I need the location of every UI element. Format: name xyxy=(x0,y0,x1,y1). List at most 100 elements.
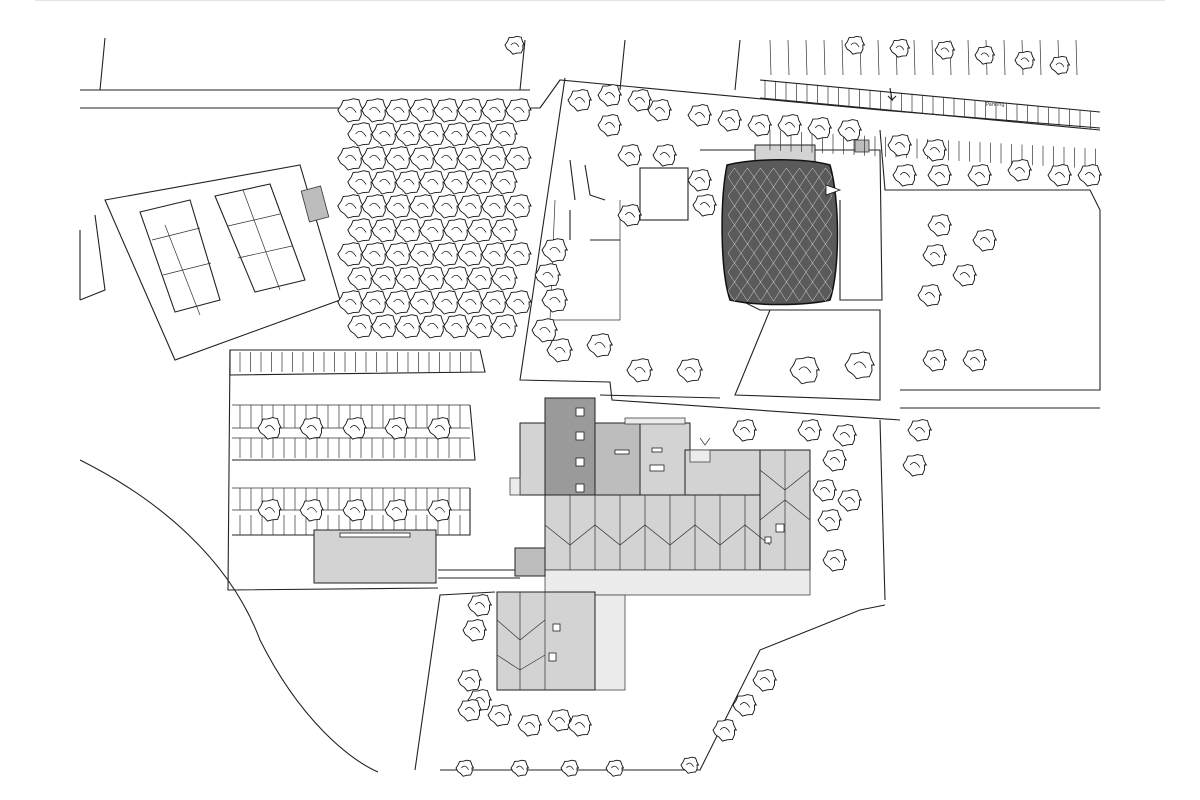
tree-icon xyxy=(457,290,484,315)
tree-icon xyxy=(517,714,543,737)
tree-icon xyxy=(605,759,625,777)
tree-icon xyxy=(717,109,743,132)
tree-icon xyxy=(409,146,436,171)
tree-icon xyxy=(586,333,614,358)
tree-icon xyxy=(777,114,803,137)
tree-icon xyxy=(481,146,508,171)
tree-icon xyxy=(541,288,569,313)
tree-icon xyxy=(547,709,573,732)
tree-icon xyxy=(534,263,562,288)
tree-icon xyxy=(837,119,863,142)
tree-icon xyxy=(337,146,364,171)
tree-icon xyxy=(712,719,738,742)
tree-icon xyxy=(443,314,470,339)
tree-icon xyxy=(361,194,388,219)
tree-icon xyxy=(443,218,470,243)
tree-icon xyxy=(433,242,460,267)
parking-label: Parking xyxy=(986,102,1005,108)
tree-icon xyxy=(467,218,494,243)
tree-icon xyxy=(927,164,953,187)
tree-icon xyxy=(567,89,593,112)
tree-icon xyxy=(419,170,446,195)
tree-icon xyxy=(385,146,412,171)
tree-icon xyxy=(1007,159,1033,182)
tree-icon xyxy=(457,194,484,219)
tree-icon xyxy=(1014,50,1036,70)
buildings xyxy=(313,139,870,691)
tree-icon xyxy=(385,194,412,219)
tree-icon xyxy=(385,98,412,123)
tree-icon xyxy=(789,356,820,385)
tree-icon xyxy=(457,669,483,692)
tree-icon xyxy=(487,704,513,727)
tree-icon xyxy=(337,242,364,267)
tree-icon xyxy=(361,242,388,267)
tree-icon xyxy=(922,244,948,267)
tree-icon xyxy=(752,669,778,692)
tree-icon xyxy=(419,218,446,243)
tree-icon xyxy=(972,229,998,252)
tree-icon xyxy=(546,338,574,363)
tree-icon xyxy=(443,170,470,195)
tree-icon xyxy=(384,499,410,522)
tree-icon xyxy=(467,594,493,617)
tree-icon xyxy=(395,122,422,147)
tennis-courts xyxy=(104,164,341,361)
sports-hall xyxy=(721,159,842,306)
tree-icon xyxy=(342,499,368,522)
tree-icon xyxy=(887,134,913,157)
tree-icon xyxy=(567,714,593,737)
tree-icon xyxy=(560,759,580,777)
tree-icon xyxy=(1077,164,1103,187)
tree-icon xyxy=(467,170,494,195)
tree-icon xyxy=(299,499,325,522)
tree-icon xyxy=(692,194,718,217)
tree-icon xyxy=(1049,55,1071,75)
tree-icon xyxy=(361,146,388,171)
tree-icon xyxy=(257,417,283,440)
tree-icon xyxy=(347,122,374,147)
site-lines xyxy=(79,37,1101,773)
tree-icon xyxy=(822,549,848,572)
tree-icon xyxy=(409,290,436,315)
tree-icon xyxy=(652,144,678,167)
tree-icon xyxy=(395,266,422,291)
tree-icon xyxy=(371,122,398,147)
tree-icon xyxy=(385,242,412,267)
tree-icon xyxy=(347,170,374,195)
tree-icon xyxy=(967,164,993,187)
tree-icon xyxy=(371,170,398,195)
tree-icon xyxy=(732,694,758,717)
tree-icon xyxy=(844,35,866,55)
tree-icon xyxy=(505,194,532,219)
tree-icon xyxy=(907,419,933,442)
tree-icon xyxy=(505,242,532,267)
tree-icon xyxy=(927,214,953,237)
parking-stalls xyxy=(232,352,472,535)
tree-icon xyxy=(505,98,532,123)
tree-icon xyxy=(837,489,863,512)
tree-icon xyxy=(812,479,838,502)
tree-icon xyxy=(347,218,374,243)
tree-icon xyxy=(457,98,484,123)
tree-icon xyxy=(510,759,530,777)
tree-icon xyxy=(687,104,713,127)
tree-icon xyxy=(361,290,388,315)
tree-icon xyxy=(433,98,460,123)
tree-icon xyxy=(680,756,700,774)
tree-icon xyxy=(952,264,978,287)
tree-icon xyxy=(371,266,398,291)
tree-icon xyxy=(797,419,823,442)
tree-icon xyxy=(371,218,398,243)
tree-icon xyxy=(337,194,364,219)
tree-icon xyxy=(299,417,325,440)
tree-icon xyxy=(491,266,518,291)
tree-icon xyxy=(467,122,494,147)
tree-icon xyxy=(385,290,412,315)
tree-icon xyxy=(922,349,948,372)
tree-icon xyxy=(395,218,422,243)
tree-icon xyxy=(505,290,532,315)
tree-icon xyxy=(505,146,532,171)
tree-icon xyxy=(481,98,508,123)
